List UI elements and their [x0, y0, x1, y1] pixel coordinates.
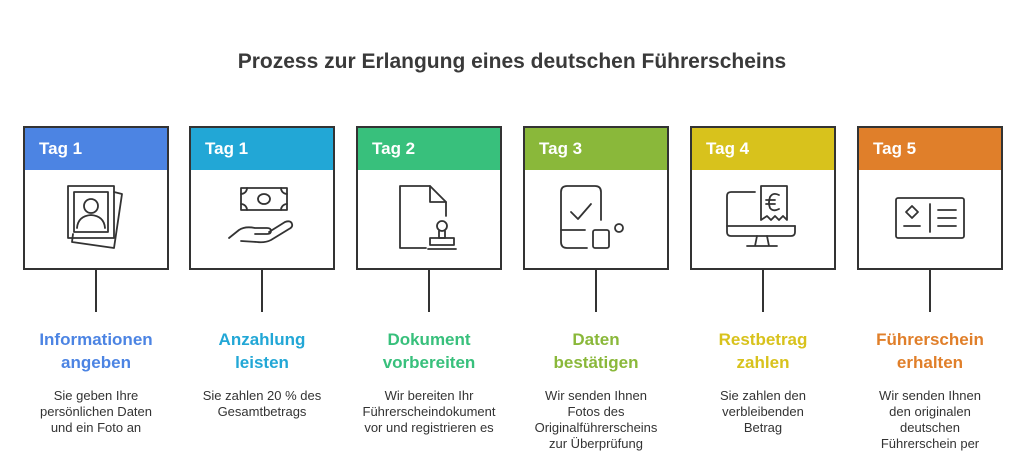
- step-6: Tag 5 Führerschein erhalten Wir senden I…: [857, 126, 1003, 451]
- step-card: Tag 2: [356, 126, 502, 270]
- desc-line: zur Überprüfung: [549, 436, 643, 451]
- desc-line: Sie zahlen 20 % des: [202, 388, 322, 403]
- step-title-line: leisten: [235, 353, 289, 372]
- step-card: Tag 3: [523, 126, 669, 270]
- step-title: Daten bestätigen: [513, 328, 679, 374]
- desc-line: verbleibenden: [722, 404, 804, 419]
- step-day-label: Tag 5: [859, 128, 1001, 170]
- step-title: Restbetrag zahlen: [680, 328, 846, 374]
- step-day-label: Tag 1: [191, 128, 333, 170]
- step-title: Führerschein erhalten: [847, 328, 1013, 374]
- connector-line: [762, 270, 764, 312]
- step-day-label: Tag 2: [358, 128, 500, 170]
- step-title-line: Anzahlung: [218, 330, 306, 349]
- desc-line: Führerschein per: [880, 436, 980, 451]
- step-3: Tag 2 Dokument vorbereiten Wir bereiten …: [356, 126, 502, 435]
- step-description: Wir senden Ihnen Fotos des Originalführe…: [513, 388, 679, 452]
- connector-line: [428, 270, 430, 312]
- step-title: Informationen angeben: [13, 328, 179, 374]
- step-title: Dokument vorbereiten: [346, 328, 512, 374]
- connector-line: [95, 270, 97, 312]
- step-description: Wir bereiten Ihr Führerscheindokument vo…: [346, 388, 512, 436]
- photo-id-icon: [25, 170, 167, 268]
- step-title-line: Restbetrag: [718, 330, 808, 349]
- step-title-line: Informationen: [39, 330, 153, 349]
- desc-line: den originalen: [889, 404, 971, 419]
- step-description: Wir senden Ihnen den originalen deutsche…: [847, 388, 1013, 452]
- step-title-line: zahlen: [736, 353, 790, 372]
- step-title: Anzahlung leisten: [179, 328, 345, 374]
- desc-line: Betrag: [743, 420, 783, 435]
- step-title-line: Dokument: [387, 330, 471, 349]
- step-title-line: Daten: [572, 330, 620, 349]
- step-day-label: Tag 4: [692, 128, 834, 170]
- page-title: Prozess zur Erlangung eines deutschen Fü…: [237, 50, 787, 73]
- step-2: Tag 1 Anzahlung leisten Sie zahlen 20 % …: [189, 126, 335, 419]
- desc-line: Sie geben Ihre: [53, 388, 139, 403]
- desc-line: Wir senden Ihnen: [545, 388, 647, 403]
- hand-money-icon: [191, 170, 333, 268]
- connector-line: [929, 270, 931, 312]
- monitor-euro-receipt-icon: [692, 170, 834, 268]
- step-title-line: Führerschein: [876, 330, 984, 349]
- step-description: Sie zahlen den verbleibenden Betrag: [680, 388, 846, 436]
- step-title-line: bestätigen: [553, 353, 639, 372]
- desc-line: Wir bereiten Ihr: [384, 388, 474, 403]
- desc-line: Gesamtbetrags: [217, 404, 307, 419]
- connector-line: [595, 270, 597, 312]
- step-4: Tag 3 Daten bestätigen Wir senden Ihnen …: [523, 126, 669, 451]
- step-title-line: erhalten: [896, 353, 964, 372]
- step-title-line: angeben: [61, 353, 131, 372]
- step-card: Tag 1: [23, 126, 169, 270]
- step-card: Tag 4: [690, 126, 836, 270]
- desc-line: Originalführerscheins: [534, 420, 658, 435]
- phone-check-icon: [525, 170, 667, 268]
- step-title-line: vorbereiten: [382, 353, 476, 372]
- step-5: Tag 4 Restbetrag zahlen Sie zahlen den v…: [690, 126, 836, 435]
- desc-line: persönlichen Daten: [39, 404, 153, 419]
- desc-line: und ein Foto an: [50, 420, 142, 435]
- step-card: Tag 1: [189, 126, 335, 270]
- desc-line: Sie zahlen den: [719, 388, 806, 403]
- desc-line: deutschen: [900, 420, 960, 435]
- desc-line: vor und registrieren es: [364, 420, 494, 435]
- license-card-icon: [859, 170, 1001, 268]
- step-1: Tag 1 Informationen angeben Sie geben Ih…: [23, 126, 169, 435]
- step-description: Sie zahlen 20 % des Gesamtbetrags: [179, 388, 345, 420]
- step-day-label: Tag 1: [25, 128, 167, 170]
- step-day-label: Tag 3: [525, 128, 667, 170]
- desc-line: Führerscheindokument: [362, 404, 496, 419]
- document-stamp-icon: [358, 170, 500, 268]
- step-card: Tag 5: [857, 126, 1003, 270]
- desc-line: Fotos des: [567, 404, 625, 419]
- step-description: Sie geben Ihre persönlichen Daten und ei…: [13, 388, 179, 436]
- desc-line: Wir senden Ihnen: [879, 388, 981, 403]
- connector-line: [261, 270, 263, 312]
